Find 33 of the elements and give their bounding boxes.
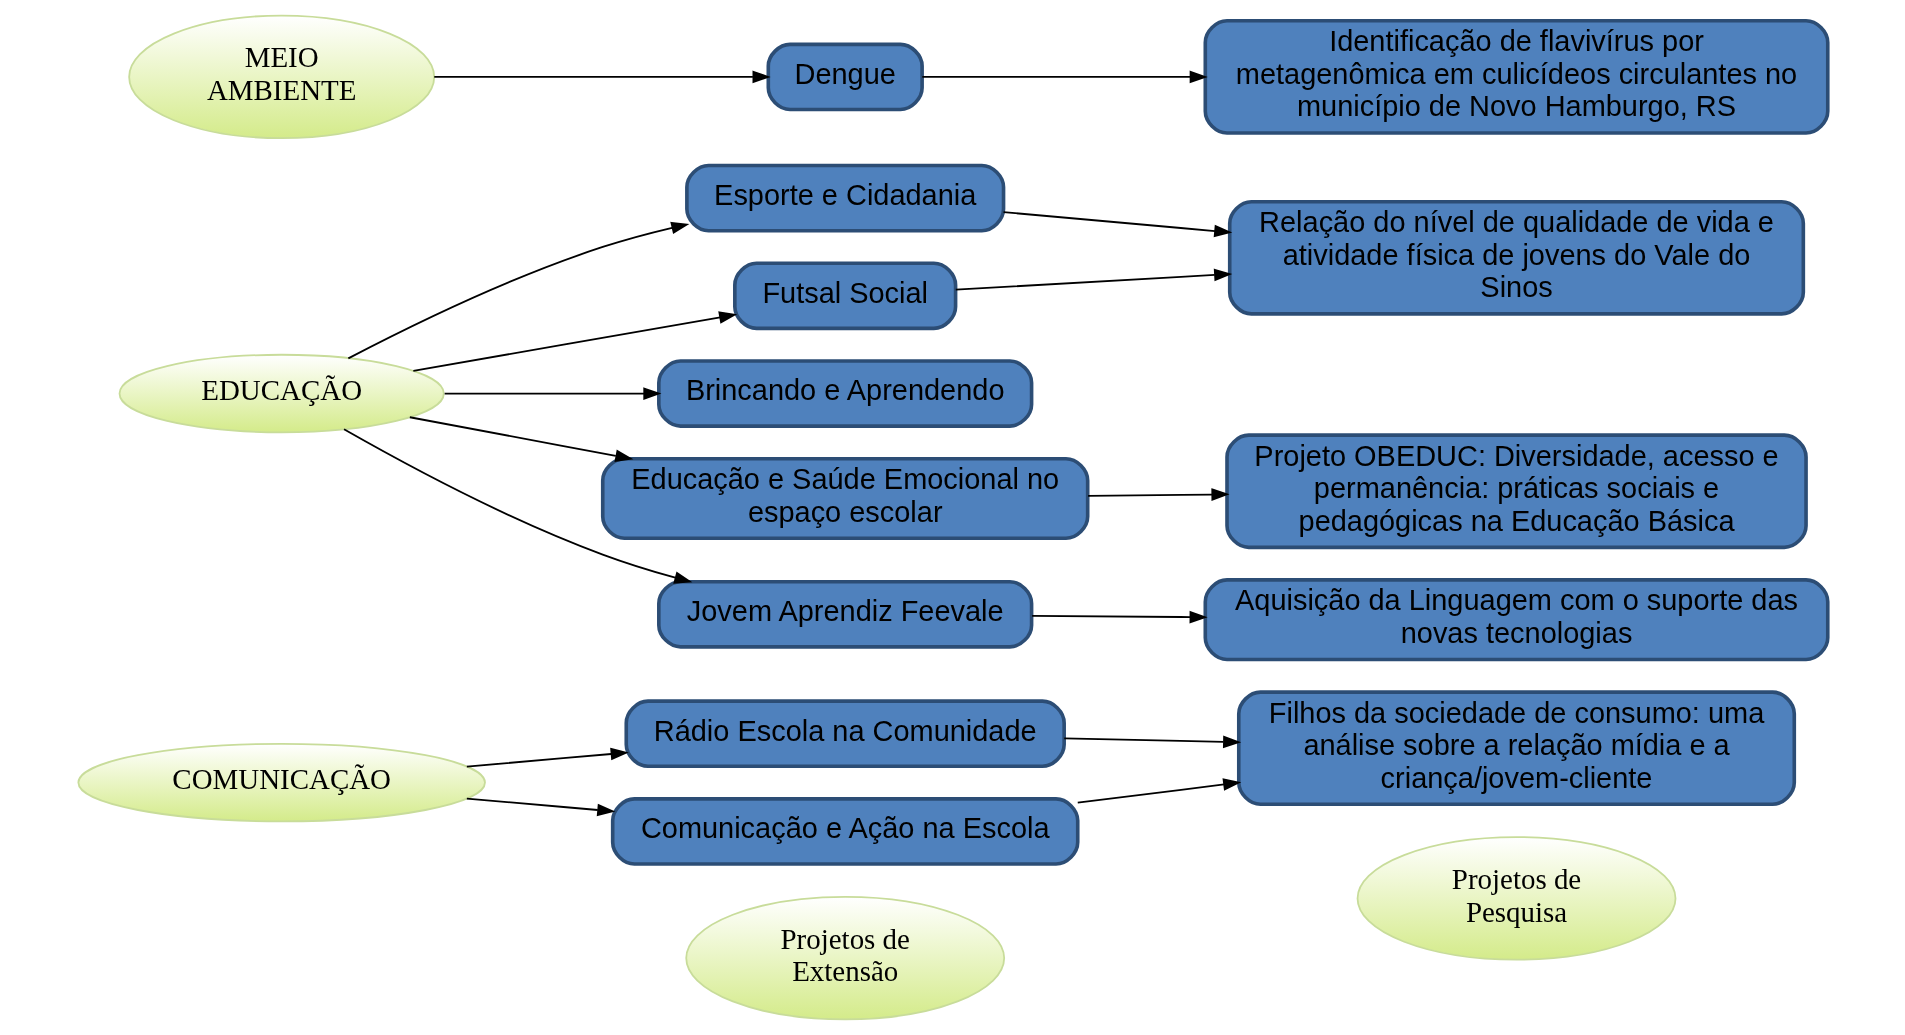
arrow <box>408 416 633 463</box>
arrow <box>346 221 689 360</box>
node-box: Comunicação e Ação na Escola <box>610 797 1080 866</box>
arrow <box>1086 488 1230 501</box>
arrow <box>443 387 661 400</box>
arrow <box>465 747 629 768</box>
node-box: Identificação de flavivírus por metagenômica em culicídeos circulantes no município de Novo Hamburgo, RS <box>1203 19 1830 135</box>
arrow <box>465 797 615 817</box>
arrow <box>920 70 1208 84</box>
node-box: Jovem Aprendiz Feevale <box>656 579 1033 649</box>
arrow <box>954 268 1232 291</box>
arrow <box>342 428 692 584</box>
node-box: Rádio Escola na Comunidade <box>623 699 1066 769</box>
node-ellipse: COMUNICAÇÃO <box>76 742 486 823</box>
node-box: Aquisição da Linguagem com o suporte das novas tecnologias <box>1203 578 1830 662</box>
node-box: Educação e Saúde Emocional no espaço escolar <box>600 456 1089 541</box>
arrow <box>432 70 771 84</box>
node-box: Filhos da sociedade de consumo: uma análise sobre a relação mídia e a criança/jovem-cliente <box>1236 690 1796 807</box>
arrow <box>1002 211 1232 238</box>
node-box: Relação do nível de qualidade de vida e atividade física de jovens do Vale do Sinos <box>1227 199 1805 316</box>
node-box: Projeto OBEDUC: Diversidade, acesso e permanência: práticas sociais e pedagógicas na Educação Básica <box>1224 433 1808 550</box>
node-box: Futsal Social <box>732 261 957 331</box>
node-ellipse: EDUCAÇÃO <box>118 353 445 434</box>
node-ellipse: MEIO AMBIENTE <box>127 14 435 140</box>
arrow <box>1062 735 1241 749</box>
arrow <box>1030 610 1208 624</box>
arrow <box>1076 778 1241 804</box>
node-box: Brincando e Aprendendo <box>656 359 1033 428</box>
node-ellipse: Projetos de Pesquisa <box>1356 836 1676 961</box>
arrow <box>411 311 737 372</box>
node-box: Dengue <box>766 42 924 112</box>
node-ellipse: Projetos de Extensão <box>684 895 1005 1021</box>
node-box: Esporte e Cidadania <box>684 163 1005 233</box>
